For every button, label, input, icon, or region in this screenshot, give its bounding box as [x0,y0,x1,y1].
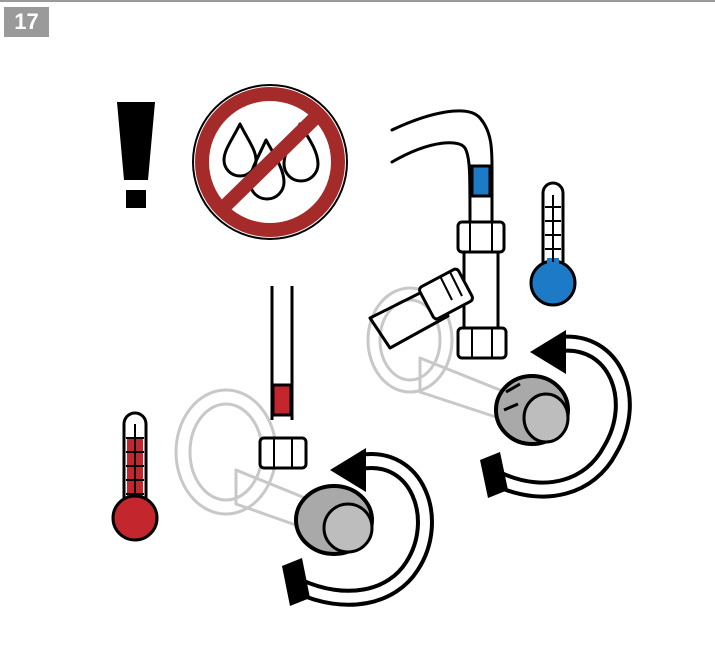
no-water-drops-icon [193,85,347,239]
thermometer-hot-icon [113,413,157,540]
thermometer-cold-icon [531,183,575,305]
exclamation-icon [117,102,155,208]
hot-valve-assembly [176,286,372,554]
